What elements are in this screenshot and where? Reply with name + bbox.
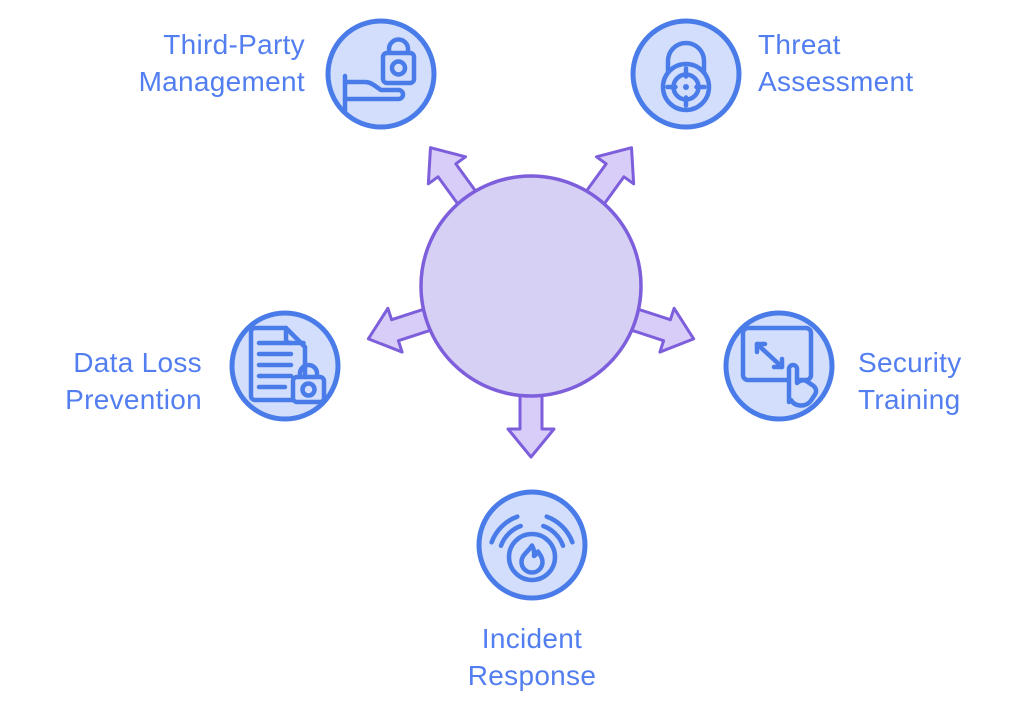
label-line: Incident: [481, 623, 583, 654]
label-line: Security: [858, 347, 962, 378]
hub-circle: [419, 174, 643, 398]
target-padlock-icon: [630, 18, 742, 130]
label-line: Training: [858, 384, 961, 415]
lock-handover-icon: [325, 18, 437, 130]
label-line: Prevention: [65, 384, 202, 415]
fire-alarm-icon: [476, 489, 588, 601]
label-line: Data Loss: [73, 347, 202, 378]
label-line: Management: [138, 66, 305, 97]
node-label-security-training: Security Training: [858, 344, 962, 418]
label-line: Response: [467, 660, 597, 691]
node-label-data-loss-prevention: Data Loss Prevention: [65, 344, 202, 418]
node-label-third-party-management: Third-Party Management: [139, 26, 305, 100]
touchscreen-training-icon: [723, 310, 835, 422]
node-label-threat-assessment: Threat Assessment: [758, 26, 914, 100]
secure-document-icon: [229, 310, 341, 422]
label-line: Third-Party: [163, 29, 305, 60]
label-line: Threat: [758, 29, 841, 60]
label-line: Assessment: [758, 66, 914, 97]
node-label-incident-response: Incident Response: [372, 620, 692, 694]
